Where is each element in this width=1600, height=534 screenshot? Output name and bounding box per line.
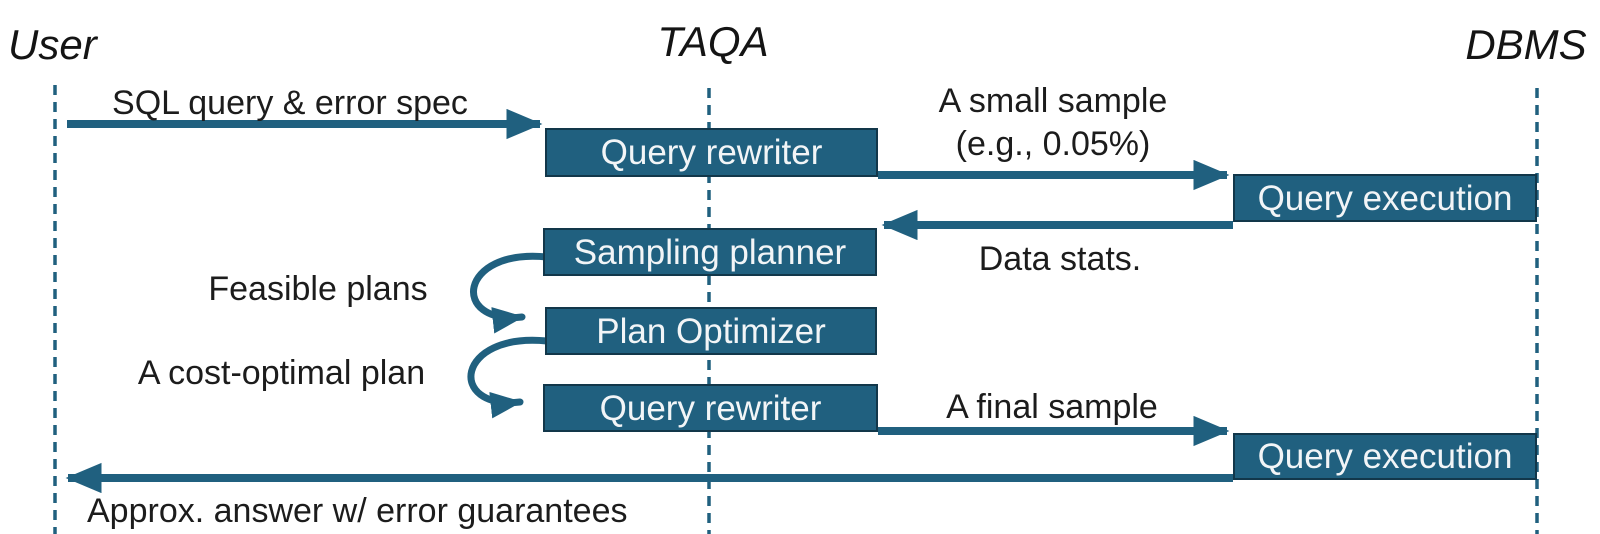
lane-header-taqa: TAQA [657,18,769,65]
label-final-sample: A final sample [946,388,1158,426]
label-data-stats: Data stats. [978,240,1142,278]
label-cost-optimal-plan: A cost-optimal plan [137,354,426,392]
box-query-rewriter-2: Query rewriter [543,384,878,432]
lane-header-user: User [8,21,97,68]
box-sampling-planner: Sampling planner [543,228,877,276]
label-small-sample: A small sample (e.g., 0.05%) [903,80,1203,166]
box-query-execution-2: Query execution [1233,433,1537,480]
box-query-rewriter-1: Query rewriter [545,128,878,177]
label-small-sample-line2: (e.g., 0.05%) [955,125,1151,163]
label-approx-answer: Approx. answer w/ error guarantees [87,492,628,530]
label-sql-query: SQL query & error spec [112,84,468,122]
box-query-execution-1: Query execution [1233,174,1537,222]
label-feasible-plans: Feasible plans [208,270,428,308]
label-small-sample-line1: A small sample [938,82,1168,120]
cost-optimal-plan-curved-arrow [467,336,551,419]
lane-header-dbms: DBMS [1465,21,1587,68]
feasible-plans-curved-arrow [470,252,551,334]
box-plan-optimizer: Plan Optimizer [545,307,877,355]
